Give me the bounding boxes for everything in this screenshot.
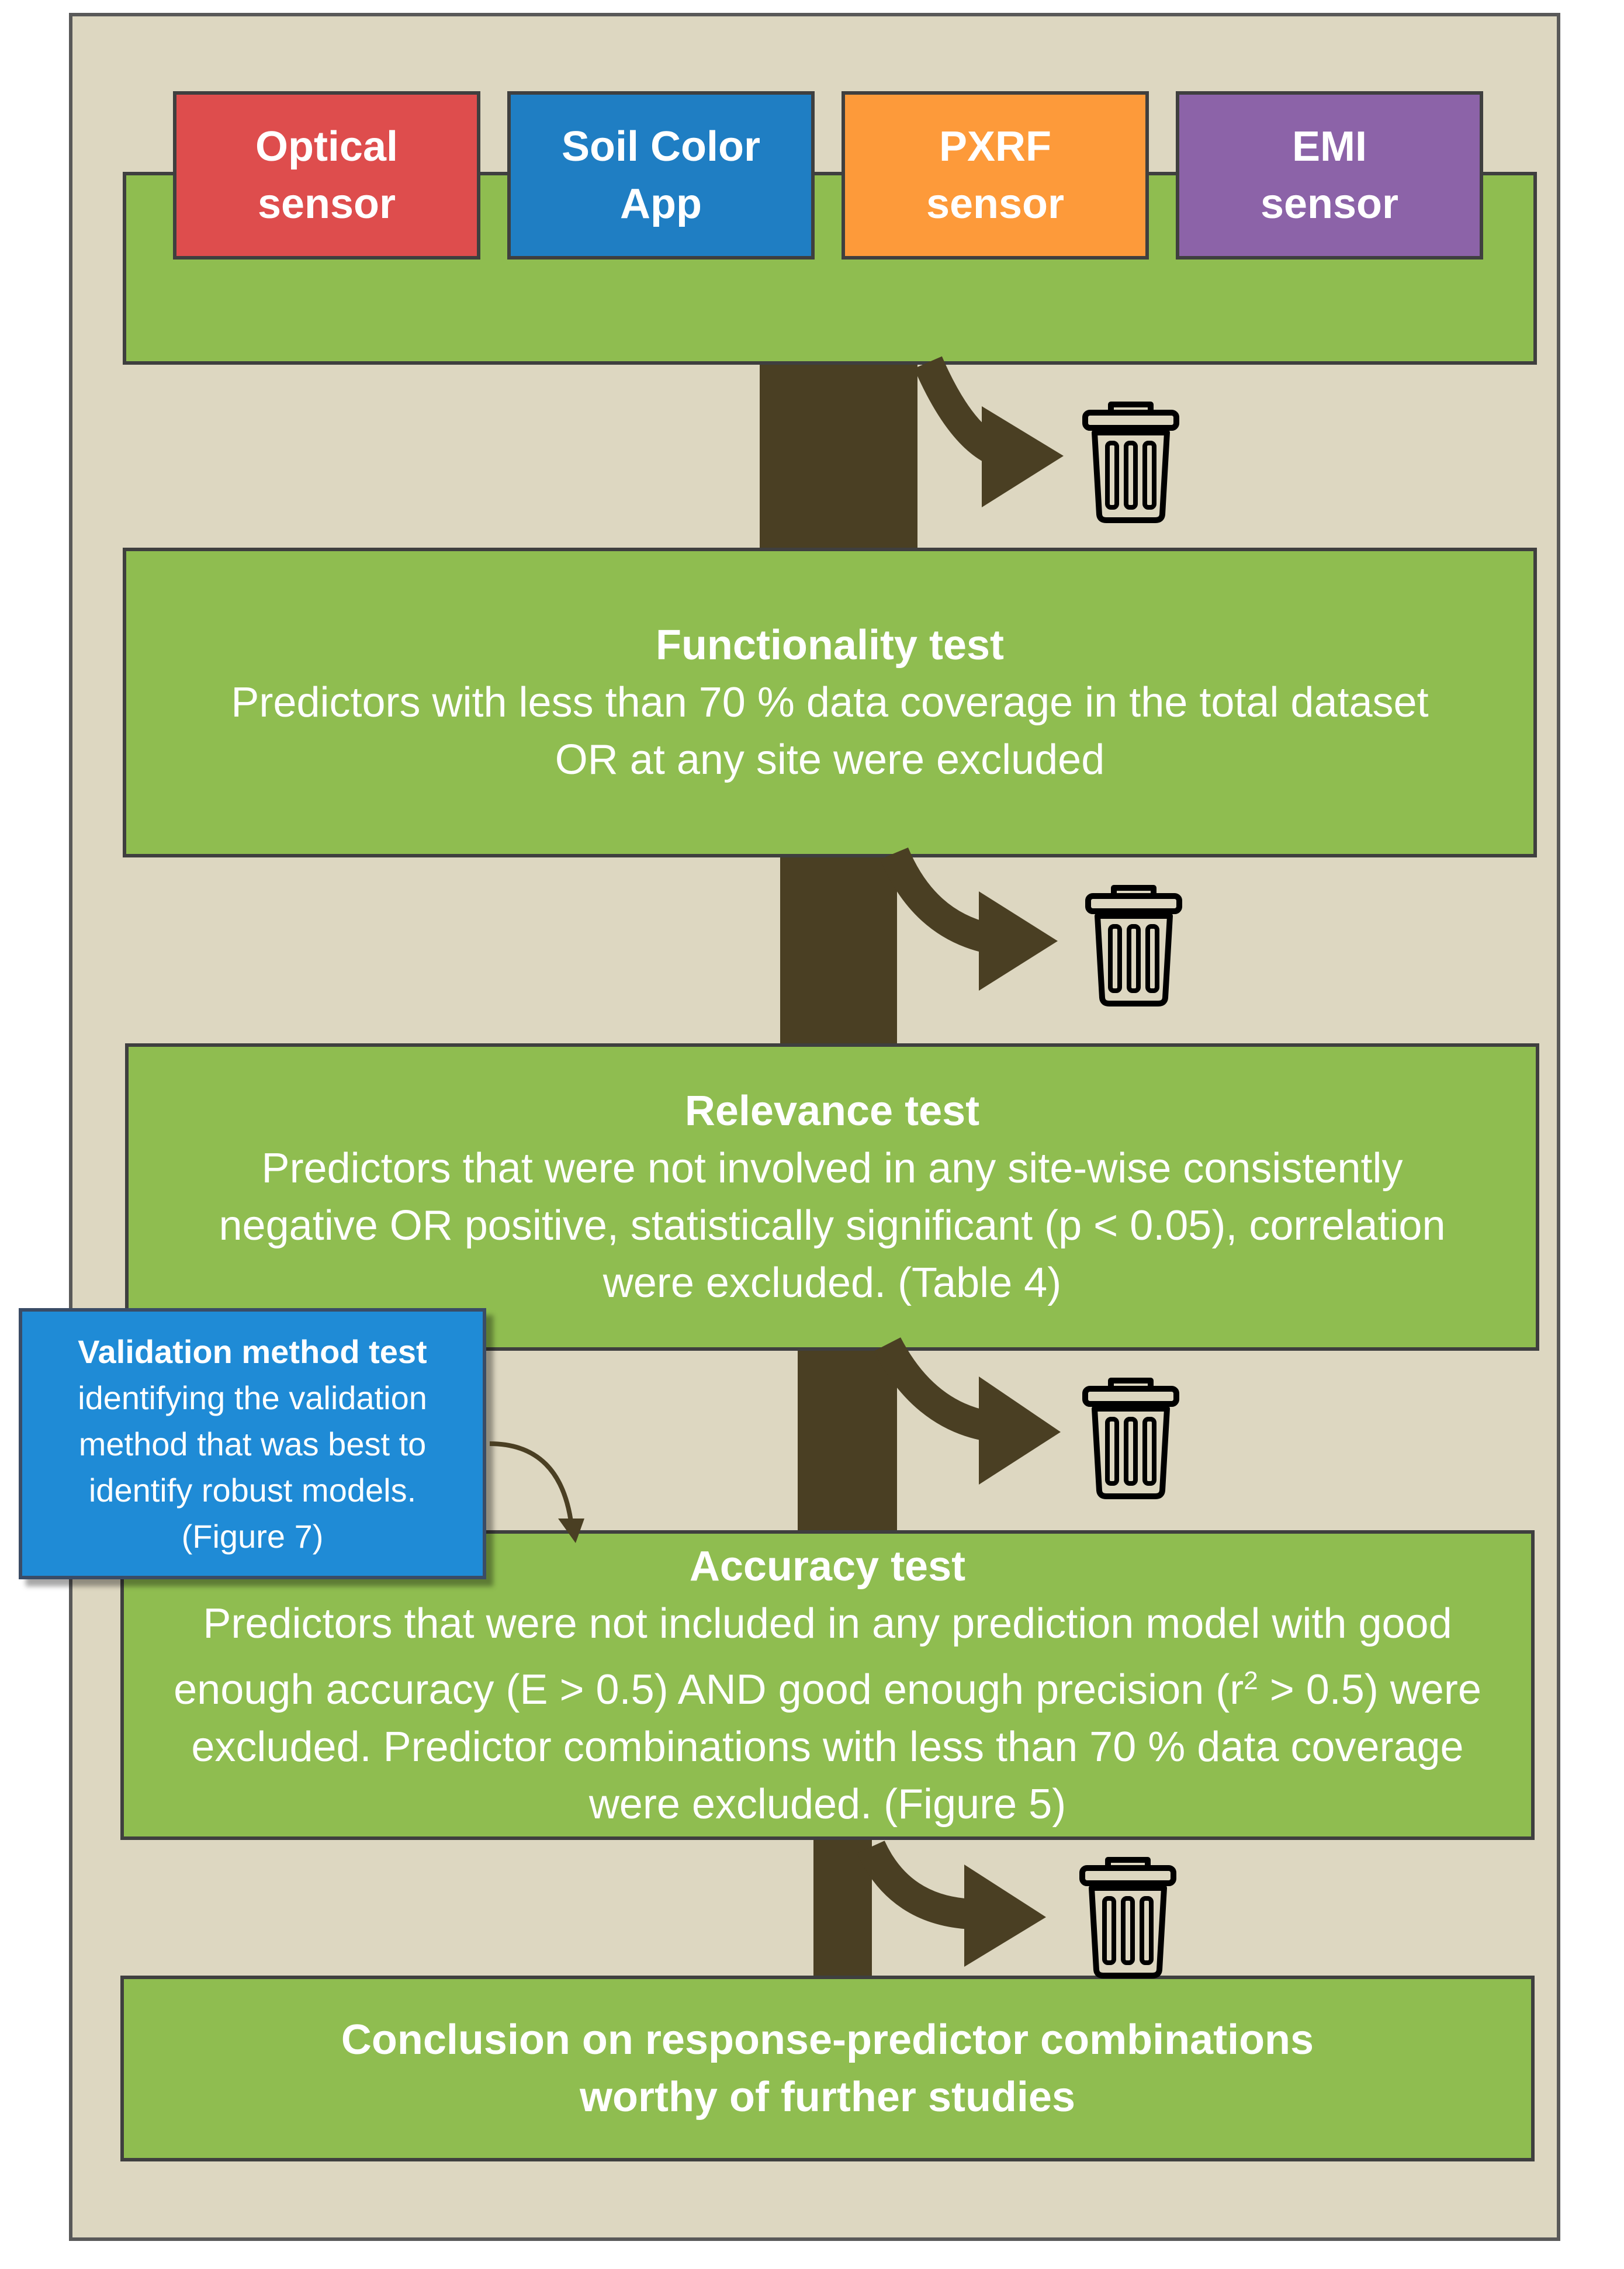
accuracy-test-title: Accuracy test bbox=[689, 1542, 966, 1590]
relevance-test-text: negative OR positive, statistically sign… bbox=[219, 1202, 1446, 1249]
conclusion-text: worthy of further studies bbox=[579, 2074, 1076, 2121]
accuracy-test-text: were excluded. (Figure 5) bbox=[588, 1780, 1066, 1828]
sensor-label: Optical bbox=[255, 123, 399, 170]
superscript: 2 bbox=[1244, 1666, 1258, 1695]
curved-arrow bbox=[489, 1441, 584, 1543]
trash-icon bbox=[1085, 404, 1176, 520]
optical-sensor-box: Optical sensor bbox=[173, 91, 480, 260]
pxrf-sensor-box: PXRF sensor bbox=[842, 91, 1149, 260]
flow-trunk bbox=[760, 351, 917, 561]
sensor-label: App bbox=[620, 181, 702, 227]
validation-method-box: Validation method test identifying the v… bbox=[19, 1308, 486, 1579]
relevance-test-text: were excluded. (Table 4) bbox=[602, 1260, 1062, 1306]
sensor-label: sensor bbox=[926, 181, 1065, 227]
functionality-test-text: OR at any site were excluded bbox=[555, 736, 1105, 783]
relevance-test-box: Relevance test Predictors that were not … bbox=[125, 1043, 1539, 1351]
functionality-test-box: Functionality test Predictors with less … bbox=[123, 548, 1537, 857]
conclusion-box: Conclusion on response-predictor combina… bbox=[120, 1976, 1535, 2161]
validation-method-text: identifying the validation bbox=[78, 1379, 427, 1416]
functionality-test-title: Functionality test bbox=[655, 622, 1005, 669]
sensor-label: PXRF bbox=[939, 123, 1051, 170]
sensor-label: sensor bbox=[1260, 181, 1399, 227]
validation-method-text: method that was best to bbox=[78, 1425, 427, 1462]
trash-icon bbox=[1088, 888, 1179, 1004]
accuracy-text-part: > 0.5) were bbox=[1258, 1666, 1481, 1713]
relevance-test-text: Predictors that were not involved in any… bbox=[261, 1145, 1403, 1192]
relevance-test-title: Relevance test bbox=[684, 1088, 980, 1134]
flow-trunk bbox=[798, 1336, 897, 1534]
emi-sensor-box: EMI sensor bbox=[1176, 91, 1483, 260]
sensor-label: sensor bbox=[257, 181, 396, 227]
discard-arrow bbox=[873, 1337, 1061, 1485]
flow-trunk bbox=[780, 842, 897, 1058]
accuracy-text-part: enough accuracy (E > 0.5) AND good enoug… bbox=[174, 1666, 1244, 1713]
trash-icon bbox=[1082, 1860, 1173, 1976]
discard-arrow bbox=[857, 1840, 1046, 1967]
accuracy-test-box: Accuracy test Predictors that were not i… bbox=[120, 1530, 1535, 1840]
validation-method-text: identify robust models. bbox=[88, 1471, 417, 1509]
validation-method-text: (Figure 7) bbox=[181, 1517, 324, 1555]
trash-icon bbox=[1085, 1381, 1176, 1496]
accuracy-test-text: enough accuracy (E > 0.5) AND good enoug… bbox=[174, 1652, 1481, 1718]
functionality-test-text: Predictors with less than 70 % data cove… bbox=[231, 679, 1429, 726]
sensor-label: EMI bbox=[1291, 123, 1367, 170]
accuracy-test-text: Predictors that were not included in any… bbox=[203, 1600, 1452, 1647]
accuracy-test-text: excluded. Predictor combinations with le… bbox=[191, 1723, 1464, 1770]
conclusion-text: Conclusion on response-predictor combina… bbox=[341, 2016, 1314, 2063]
sensor-label: Soil Color bbox=[562, 123, 760, 170]
discard-arrow bbox=[914, 356, 1064, 507]
discard-arrow bbox=[880, 847, 1058, 991]
validation-method-title: Validation method test bbox=[78, 1333, 427, 1370]
